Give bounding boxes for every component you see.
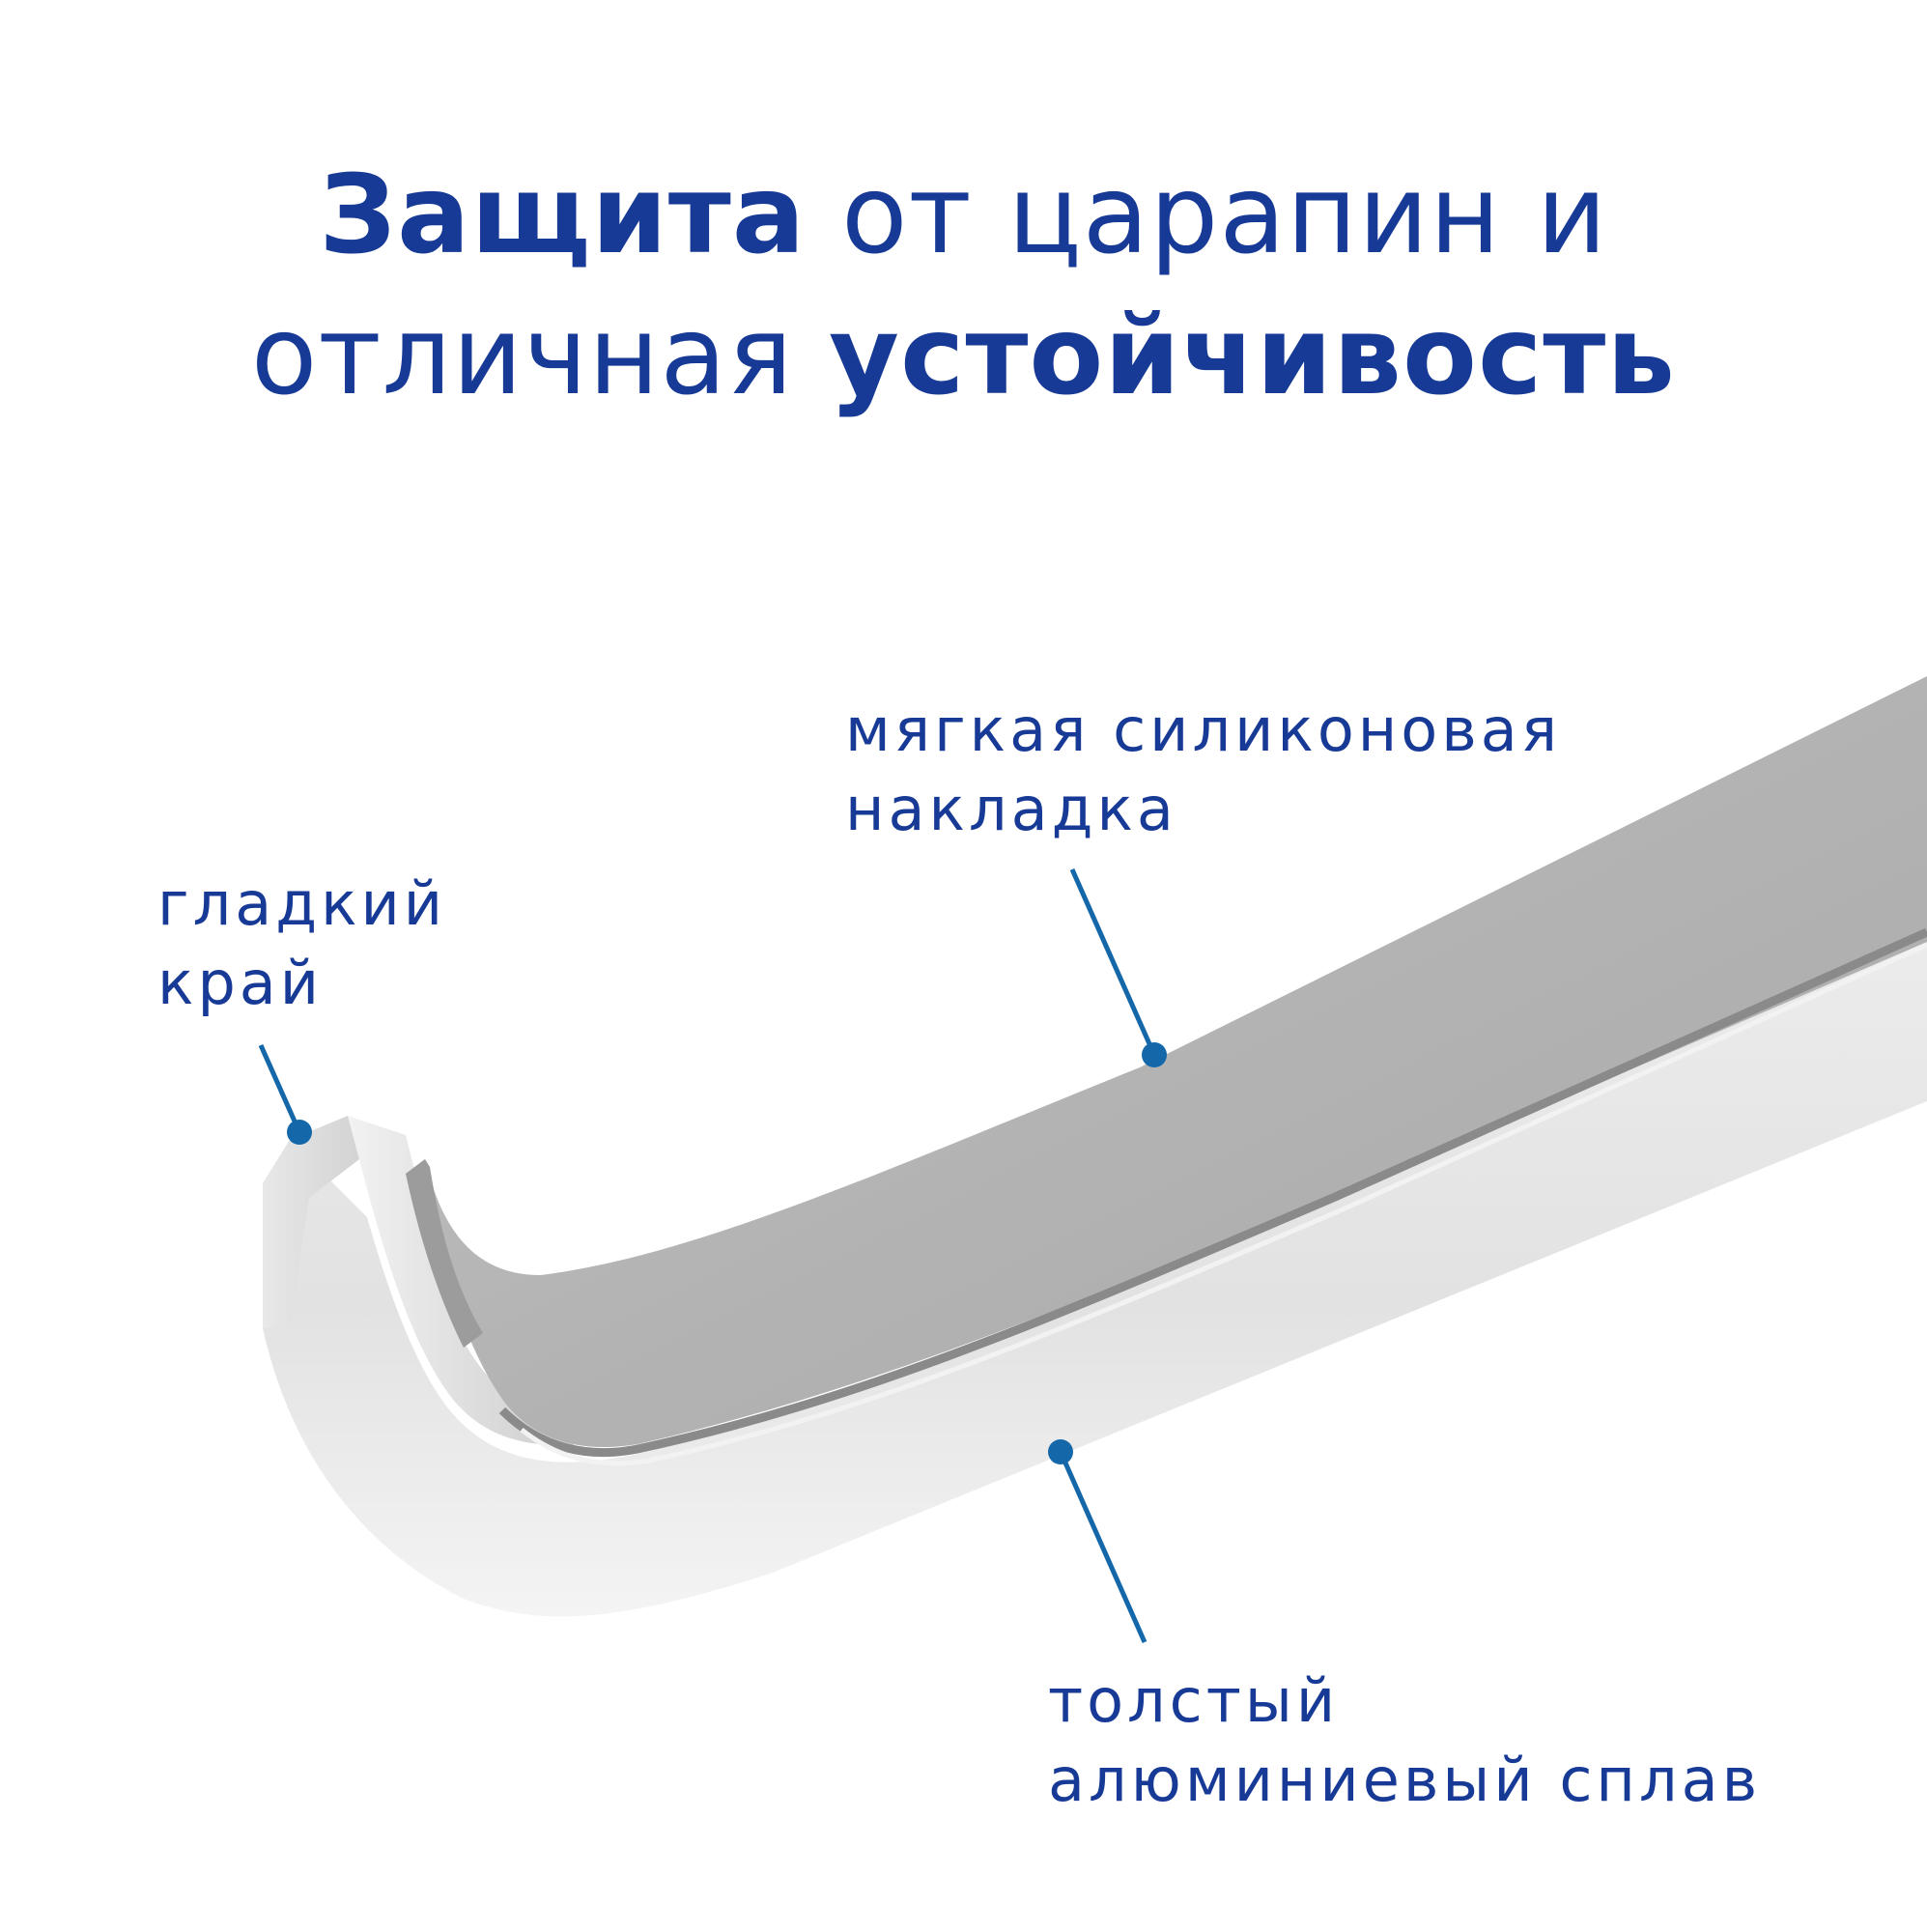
callout-silicone-pad: мягкая силиконовая накладка <box>845 691 1561 849</box>
title-regular-text: от царапин и <box>806 153 1608 278</box>
title-bold-word-2: устойчивость <box>829 294 1677 419</box>
alloy-pointer-dot <box>1048 1439 1073 1464</box>
groove-line <box>498 927 1927 1458</box>
page-title: Защита от царапин и отличная устойчивост… <box>0 145 1927 427</box>
edge-cap <box>263 1116 359 1328</box>
silicone-pointer-line <box>1069 867 1157 1057</box>
edge-pointer-dot <box>287 1120 312 1145</box>
alloy-body <box>263 927 1927 1617</box>
title-bold-word: Защита <box>319 153 807 278</box>
callout-silicone-line-1: мягкая силиконовая <box>845 695 1562 765</box>
silicone-pointer-dot <box>1142 1042 1167 1067</box>
groove-highlight <box>520 942 1927 1466</box>
callout-edge-line-2: край <box>157 948 324 1018</box>
callout-edge-line-1: гладкий <box>157 868 447 939</box>
callout-aluminium-alloy: толстый алюминиевый сплав <box>1048 1662 1761 1820</box>
title-line-1: Защита от царапин и <box>0 145 1927 286</box>
title-regular-text-2: отличная <box>250 294 830 419</box>
edge-pointer-line <box>258 1043 302 1134</box>
callout-silicone-line-2: накладка <box>845 774 1177 844</box>
edge-lip <box>348 1116 599 1445</box>
callout-alloy-line-2: алюминиевый сплав <box>1048 1745 1762 1815</box>
title-line-2: отличная устойчивость <box>0 286 1927 427</box>
callout-alloy-line-1: толстый <box>1048 1665 1340 1736</box>
silicone-pad <box>406 676 1927 1448</box>
callout-smooth-edge: гладкий край <box>157 865 446 1023</box>
alloy-pointer-line <box>1058 1450 1148 1644</box>
pad-inner-lip <box>406 1159 483 1348</box>
